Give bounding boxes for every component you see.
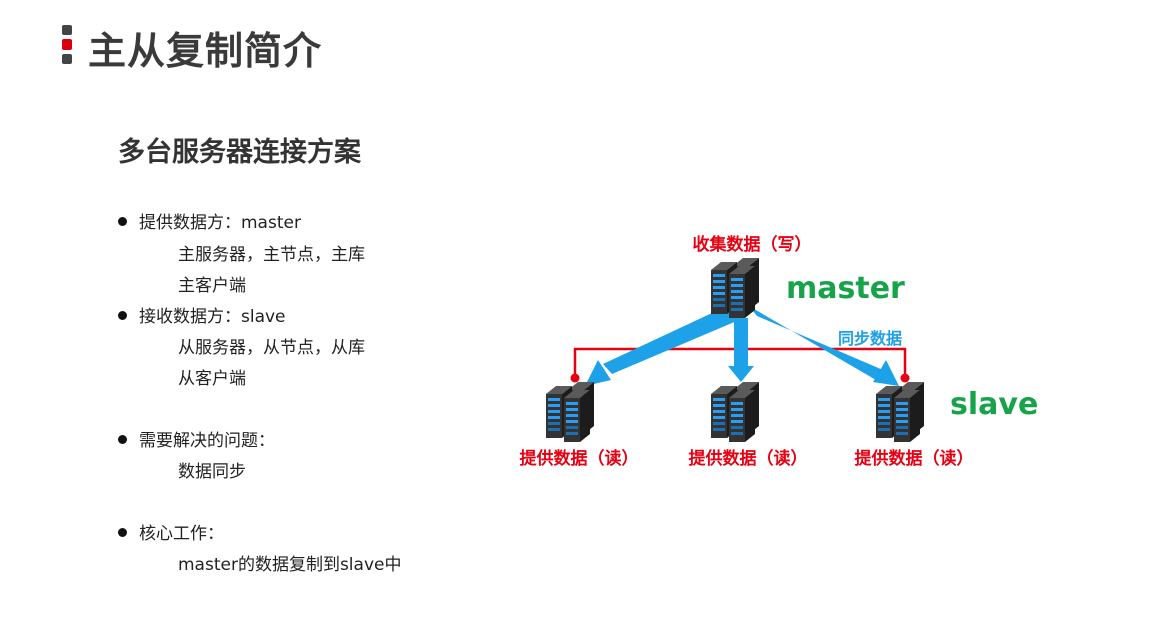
- sync-arrow-right: [749, 306, 883, 380]
- bullet-dot-icon: [118, 434, 127, 444]
- sync-arrow-left: [603, 306, 739, 374]
- bullet-label: 需要解决的问题：: [139, 431, 275, 451]
- slave-caption: 提供数据（读）: [520, 448, 639, 469]
- bullet-detail: 主服务器，主节点，主库: [178, 245, 365, 265]
- master-caption: 收集数据（写）: [693, 234, 812, 255]
- slave-label: slave: [950, 387, 1038, 422]
- connection-dot: [900, 373, 910, 383]
- master-server-icon: [711, 258, 759, 318]
- sync-label: 同步数据: [838, 329, 902, 348]
- arrowhead-middle-icon: [728, 366, 754, 382]
- bullet-label: 接收数据方：slave: [139, 307, 286, 327]
- bullet-master-provider: 提供数据方：master: [118, 208, 301, 233]
- page-title: 主从复制简介: [88, 29, 323, 73]
- bullet-core-work: 核心工作：: [118, 519, 224, 544]
- slave-server-icon: [711, 382, 759, 442]
- bullet-dot-icon: [118, 216, 127, 226]
- bullet-label: 提供数据方：master: [139, 213, 301, 233]
- bullet-detail: 从客户端: [178, 369, 246, 389]
- bullet-label: 核心工作：: [139, 524, 224, 544]
- bullet-detail: 主客户端: [178, 276, 246, 296]
- arrowhead-right-icon: [873, 360, 899, 386]
- slave-caption: 提供数据（读）: [855, 448, 974, 469]
- arrowhead-left-icon: [585, 360, 611, 386]
- slave-server-icon: [546, 382, 594, 442]
- title-marker: [62, 25, 72, 67]
- section-subtitle: 多台服务器连接方案: [118, 137, 361, 168]
- connection-dot: [570, 373, 580, 383]
- bullet-detail: 数据同步: [178, 462, 246, 482]
- bullet-dot-icon: [118, 527, 127, 537]
- master-label: master: [786, 271, 905, 306]
- sync-arrows: [585, 306, 899, 386]
- sync-arrow-middle: [734, 318, 748, 366]
- bullet-dot-icon: [118, 310, 127, 320]
- slave-server-icon: [876, 382, 924, 442]
- bullet-problem: 需要解决的问题：: [118, 426, 275, 451]
- slave-caption: 提供数据（读）: [689, 448, 808, 469]
- bullet-slave-receiver: 接收数据方：slave: [118, 302, 286, 327]
- bullet-detail: 从服务器，从节点，从库: [178, 338, 365, 358]
- bullet-detail: master的数据复制到slave中: [178, 555, 402, 575]
